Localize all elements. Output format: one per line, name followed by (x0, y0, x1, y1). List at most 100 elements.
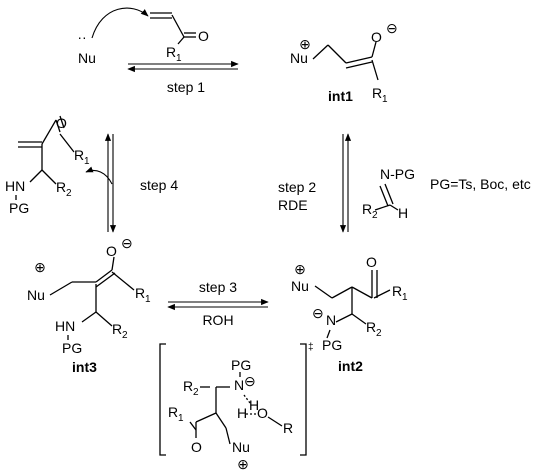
step3-rohr-label: ROH (202, 312, 233, 328)
imine-h: H (398, 205, 408, 221)
nucleophile-and-enone: ·· Nu O R 1 (77, 7, 209, 66)
int3-structure: ⊕ Nu O ⊖ R 1 R 2 HN PG int3 (27, 235, 151, 375)
ts-nitrogen: N (234, 377, 244, 393)
int3-r1-bond (111, 271, 135, 291)
product-oxygen: O (56, 115, 67, 131)
int3-bond-a (49, 281, 73, 296)
int2-plus-charge: ⊕ (294, 261, 306, 277)
product-co-bond (55, 119, 61, 133)
step2-rde-label: RDE (278, 197, 308, 213)
ts-co-bond (189, 421, 197, 431)
int1-structure: ⊕ Nu O ⊖ R 1 int1 (290, 20, 398, 105)
ts-right-bracket (300, 343, 307, 456)
imine-r2-subscript: 2 (372, 210, 378, 221)
imine-r2: R (362, 201, 372, 217)
product-r1-subscript: 1 (84, 156, 90, 167)
int2-oxygen: O (366, 254, 377, 270)
int2-pg-bond (326, 329, 331, 339)
int3-hn: HN (55, 318, 75, 334)
int1-r1-bond (371, 59, 379, 81)
ts-left-bracket (159, 343, 166, 456)
imine-reagent: N-PG R 2 H (362, 166, 415, 221)
int2-n-bond (335, 313, 353, 323)
int3-r1: R (135, 285, 145, 301)
int3-r2-bond (95, 311, 113, 327)
pg-definition: PG=Ts, Boc, etc (430, 176, 531, 192)
ts-nu-plus: ⊕ (237, 456, 249, 472)
int1-minus-charge: ⊖ (386, 20, 398, 36)
int3-pg: PG (62, 340, 82, 356)
int1-enolate-double-bond (345, 61, 373, 69)
int1-enolate-bond (345, 56, 373, 64)
ts-or-bond (267, 416, 283, 427)
int2-nu: Nu (291, 278, 309, 294)
int2-bond-b (331, 286, 353, 299)
int1-plus-charge: ⊕ (299, 36, 311, 52)
int3-label: int3 (72, 359, 97, 375)
nucleophile-lone-pair: ·· (77, 29, 86, 45)
transition-state: ‡ PG N ⊖ R 2 H H O R R 1 O Nu ⊕ (159, 342, 314, 472)
nucleophile-label: Nu (78, 50, 96, 66)
ts-ch2-nu-bond (225, 427, 231, 445)
step1-label: step 1 (167, 79, 205, 95)
step2-label: step 2 (278, 179, 316, 195)
int3-enolate-bond (95, 269, 113, 283)
int1-bond-a (312, 44, 329, 60)
int2-structure: ⊕ Nu O R 1 R 2 N ⊖ PG int2 (291, 254, 408, 374)
step3-equilibrium: step 3 ROH (167, 279, 269, 328)
ts-ch2-bond (215, 412, 227, 429)
ts-r: R (283, 420, 293, 436)
product-r2-subscript: 2 (66, 188, 72, 199)
int2-bond-a (314, 285, 333, 299)
int2-minus-charge: ⊖ (312, 305, 324, 321)
product-r1-bond (59, 133, 75, 153)
product-co-double-bond (59, 115, 65, 129)
ts-c-c-bond (195, 412, 217, 423)
ts-double-dagger: ‡ (308, 342, 314, 353)
ts-carbonyl-oxygen: O (191, 439, 202, 455)
int3-plus-charge: ⊕ (34, 259, 46, 275)
int3-r2-subscript: 2 (122, 330, 128, 341)
ts-n-minus: ⊖ (244, 373, 256, 389)
ts-nu: Nu (232, 439, 250, 455)
int2-r1-bond (373, 289, 391, 299)
ts-r1: R (168, 404, 178, 420)
imine-cn-bond (384, 183, 394, 205)
ts-r2: R (183, 378, 193, 394)
enone-alpha-bond (171, 14, 185, 38)
int3-enolate-double-bond (95, 272, 116, 288)
step4-curved-arrow (85, 166, 113, 185)
int2-nitrogen: N (326, 312, 336, 328)
int2-r2-bond (351, 313, 367, 325)
int2-label: int2 (338, 358, 363, 374)
int3-minus-charge: ⊖ (121, 235, 133, 251)
int3-co-bond (111, 256, 115, 271)
enone-r1-label: R (166, 44, 176, 60)
int3-nh-bond (81, 311, 97, 323)
int1-nu: Nu (290, 50, 308, 66)
int2-pg: PG (322, 337, 342, 353)
int3-r2: R (112, 321, 122, 337)
int1-co-bond (371, 41, 377, 58)
int2-r1-subscript: 1 (402, 292, 408, 303)
product-nh-bond (29, 169, 43, 183)
step3-label: step 3 (199, 279, 237, 295)
ts-h-lower: H (237, 405, 247, 421)
int3-r1-subscript: 1 (145, 294, 151, 305)
int1-r1: R (372, 85, 382, 101)
imine-n-pg: N-PG (380, 166, 415, 182)
int2-r2-subscript: 2 (376, 328, 382, 339)
imine-h-bond (389, 204, 399, 211)
step4-equilibrium: step 4 (104, 133, 178, 233)
int2-r1: R (392, 283, 402, 299)
imine-r2-bond (374, 204, 391, 211)
product-r2-bond (41, 169, 57, 185)
ts-r1-subscript: 1 (178, 413, 184, 424)
ts-h-bond-n (243, 394, 251, 404)
int3-oxygen: O (106, 243, 117, 259)
ts-h-upper: H (249, 397, 259, 413)
enone-r1-bond (177, 36, 185, 45)
int1-label: int1 (328, 88, 353, 104)
int2-r2: R (366, 319, 376, 335)
product-r2: R (56, 179, 66, 195)
